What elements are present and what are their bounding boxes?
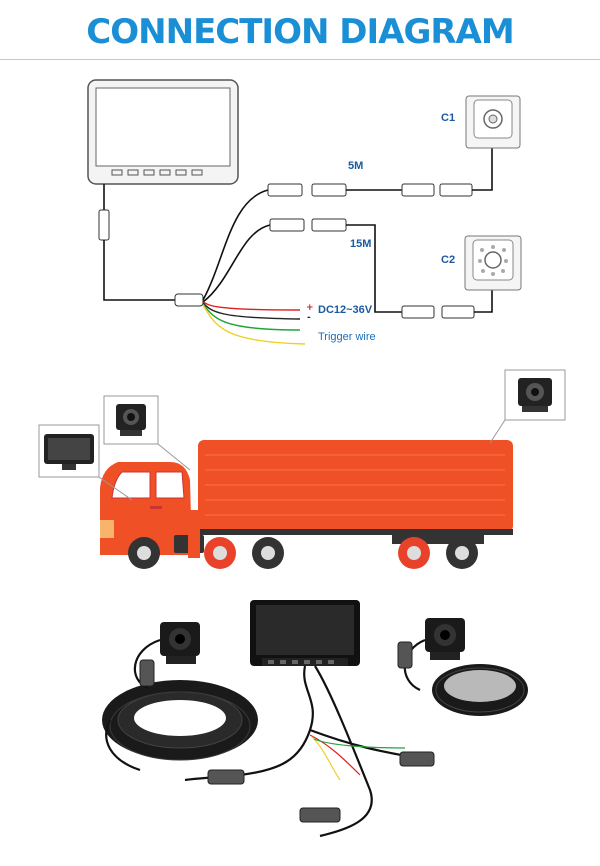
kit-camera-right-icon — [425, 618, 465, 660]
power-negative-wire — [202, 302, 301, 320]
junction-connector-icon — [174, 293, 204, 307]
connector-b4-icon — [441, 305, 475, 319]
monitor-connector-icon — [98, 209, 110, 241]
power-positive-wire — [202, 301, 301, 311]
negative-symbol: - — [307, 313, 311, 323]
cable-15m-label: 15M — [350, 238, 372, 250]
green-wire — [202, 303, 301, 331]
kit-connector-3-icon — [299, 807, 341, 823]
kit-connector-5-icon — [397, 641, 413, 669]
monitor-icon — [87, 79, 239, 185]
power-label: DC12~36V — [318, 304, 373, 316]
connector-a4-icon — [439, 183, 473, 197]
trailer-chassis — [198, 529, 513, 535]
cable-5m-label: 5M — [348, 160, 364, 172]
connector-a1-icon — [267, 183, 303, 197]
kit-connector-1-icon — [207, 769, 245, 785]
connector-b3-icon — [401, 305, 435, 319]
trigger-wire — [202, 304, 306, 345]
camera-c2-icon — [464, 235, 522, 291]
connector-b1-icon — [269, 218, 305, 232]
camera-c1-label: C1 — [441, 112, 456, 124]
camera-c2-label: C2 — [441, 254, 456, 266]
connector-b2-icon — [311, 218, 347, 232]
kit-connector-4-icon — [139, 659, 155, 687]
page-title: CONNECTION DIAGRAM — [86, 12, 514, 52]
kit-monitor-icon — [250, 600, 360, 666]
truck-wheels — [128, 532, 484, 569]
cab-window-2 — [155, 471, 185, 499]
cable-coil-left-icon — [102, 680, 258, 761]
connector-a2-icon — [311, 183, 347, 197]
rear-camera-thumb-icon — [518, 378, 552, 412]
title-divider — [0, 59, 600, 60]
camera-c1-icon — [465, 95, 521, 149]
cab-headlight — [100, 520, 114, 538]
cable-coil-right-icon — [432, 664, 528, 716]
positive-symbol: + — [306, 303, 314, 313]
connector-a3-icon — [401, 183, 435, 197]
monitor-thumb-icon — [44, 434, 94, 470]
front-camera-thumb-icon — [116, 404, 146, 436]
trigger-wire-label: Trigger wire — [318, 331, 376, 343]
kit-connector-2-icon — [399, 751, 435, 767]
kit-camera-left-icon — [160, 622, 200, 664]
trailer-body — [198, 440, 513, 532]
